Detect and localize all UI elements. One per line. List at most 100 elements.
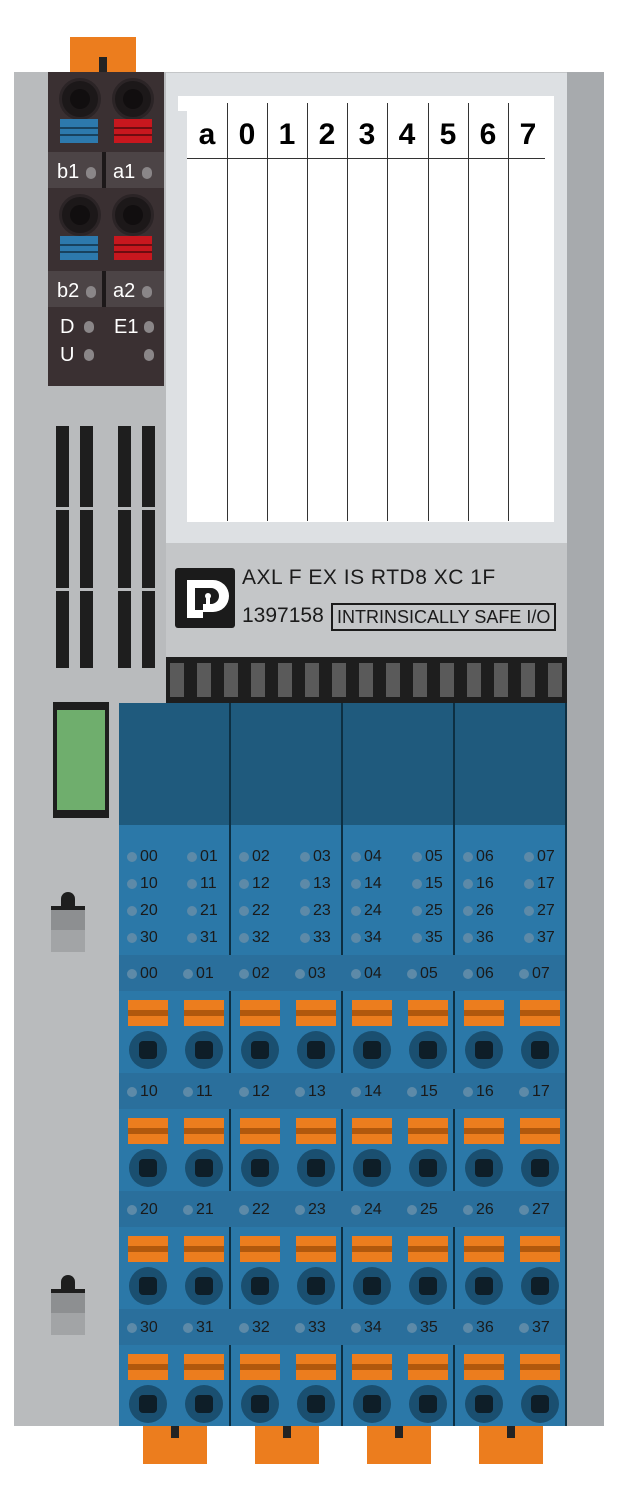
terminal-push-button[interactable]: [296, 1118, 336, 1144]
supply-connector[interactable]: b1 a1 b2 a2 D E1 U: [48, 72, 164, 386]
terminal-push-button[interactable]: [128, 1118, 168, 1144]
label-column-3: 3: [358, 118, 376, 151]
terminal-wire-entry[interactable]: [129, 1267, 167, 1305]
wire-entry-b2[interactable]: [59, 194, 101, 236]
terminal-wire-entry[interactable]: [241, 1385, 279, 1423]
terminal-number: 31: [196, 1319, 214, 1336]
connector-slot: [99, 57, 107, 73]
terminal-wire-entry[interactable]: [185, 1031, 223, 1069]
terminal-push-button[interactable]: [352, 1118, 392, 1144]
led-label: 31: [200, 929, 218, 946]
terminal-wire-entry[interactable]: [129, 1031, 167, 1069]
terminal-push-button[interactable]: [184, 1118, 224, 1144]
terminal-wire-entry[interactable]: [409, 1149, 447, 1187]
terminal-push-button[interactable]: [128, 1236, 168, 1262]
terminal-wire-entry[interactable]: [241, 1149, 279, 1187]
terminal-wire-entry[interactable]: [465, 1267, 503, 1305]
terminal-push-button[interactable]: [296, 1000, 336, 1026]
release-latch-bottom[interactable]: [51, 1275, 85, 1335]
push-button-a1[interactable]: [114, 119, 152, 143]
terminal-push-button[interactable]: [128, 1000, 168, 1026]
terminal-number: 00: [140, 965, 158, 982]
terminal-push-button[interactable]: [464, 1000, 504, 1026]
terminal-push-button[interactable]: [520, 1118, 560, 1144]
terminal-push-button[interactable]: [240, 1236, 280, 1262]
bottom-connector[interactable]: [479, 1426, 543, 1464]
led-dot: [239, 932, 249, 943]
terminal-push-button[interactable]: [408, 1000, 448, 1026]
terminal-push-button[interactable]: [520, 1236, 560, 1262]
release-latch-top[interactable]: [51, 892, 85, 952]
terminal-label: 32: [239, 1319, 270, 1337]
led-dot: [519, 1204, 529, 1215]
terminal-wire-entry[interactable]: [353, 1149, 391, 1187]
terminal-wire-entry[interactable]: [409, 1385, 447, 1423]
terminal-wire-entry[interactable]: [521, 1385, 559, 1423]
terminal-push-button[interactable]: [352, 1000, 392, 1026]
status-led: 00: [127, 848, 158, 866]
terminal-wire-entry[interactable]: [409, 1267, 447, 1305]
terminal-push-button[interactable]: [408, 1236, 448, 1262]
status-led: 27: [524, 902, 555, 920]
terminal-wire-entry[interactable]: [465, 1385, 503, 1423]
terminal-wire-entry[interactable]: [185, 1267, 223, 1305]
terminal-push-button[interactable]: [464, 1236, 504, 1262]
terminal-push-button[interactable]: [240, 1000, 280, 1026]
terminal-push-button[interactable]: [464, 1354, 504, 1380]
terminal-push-button[interactable]: [184, 1000, 224, 1026]
terminal-wire-entry[interactable]: [521, 1031, 559, 1069]
terminal-push-button[interactable]: [520, 1000, 560, 1026]
terminal-wire-entry[interactable]: [465, 1149, 503, 1187]
terminal-label: 35: [407, 1319, 438, 1337]
terminal-wire-entry[interactable]: [129, 1385, 167, 1423]
led-label: 27: [537, 902, 555, 919]
terminal-wire-entry[interactable]: [297, 1149, 335, 1187]
terminal-wire-entry[interactable]: [241, 1031, 279, 1069]
bottom-connector[interactable]: [255, 1426, 319, 1464]
terminal-push-button[interactable]: [240, 1118, 280, 1144]
terminal-wire-entry[interactable]: [465, 1031, 503, 1069]
terminal-push-button[interactable]: [184, 1354, 224, 1380]
terminal-number: 15: [420, 1083, 438, 1100]
terminal-wire-entry[interactable]: [241, 1267, 279, 1305]
terminal-wire-entry[interactable]: [409, 1031, 447, 1069]
top-bus-connector[interactable]: [70, 37, 136, 73]
terminal-push-button[interactable]: [520, 1354, 560, 1380]
terminal-push-button[interactable]: [352, 1354, 392, 1380]
terminal-push-button[interactable]: [184, 1236, 224, 1262]
terminal-wire-entry[interactable]: [353, 1385, 391, 1423]
terminal-wire-entry[interactable]: [521, 1267, 559, 1305]
terminal-wire-entry[interactable]: [297, 1031, 335, 1069]
push-button-b2[interactable]: [60, 236, 98, 260]
wire-entry-a2[interactable]: [112, 194, 154, 236]
terminal-number: 37: [532, 1319, 550, 1336]
terminal-label-band: [119, 1191, 565, 1227]
terminal-push-button[interactable]: [464, 1118, 504, 1144]
push-button-a2[interactable]: [114, 236, 152, 260]
push-button-b1[interactable]: [60, 119, 98, 143]
terminal-wire-entry[interactable]: [521, 1149, 559, 1187]
terminal-push-button[interactable]: [352, 1236, 392, 1262]
terminal-wire-entry[interactable]: [353, 1031, 391, 1069]
bottom-connector[interactable]: [367, 1426, 431, 1464]
terminal-wire-entry[interactable]: [185, 1149, 223, 1187]
wire-entry-a1[interactable]: [112, 78, 154, 120]
wire-entry-b1[interactable]: [59, 78, 101, 120]
led-dot: [351, 1204, 361, 1215]
led-label: 35: [425, 929, 443, 946]
terminal-push-button[interactable]: [128, 1354, 168, 1380]
terminal-push-button[interactable]: [408, 1354, 448, 1380]
terminal-push-button[interactable]: [240, 1354, 280, 1380]
terminal-number: 27: [532, 1201, 550, 1218]
terminal-wire-entry[interactable]: [185, 1385, 223, 1423]
grille-bar: [170, 663, 184, 697]
terminal-wire-entry[interactable]: [297, 1385, 335, 1423]
terminal-push-button[interactable]: [408, 1118, 448, 1144]
terminal-push-button[interactable]: [296, 1354, 336, 1380]
terminal-push-button[interactable]: [296, 1236, 336, 1262]
terminal-wire-entry[interactable]: [297, 1267, 335, 1305]
bottom-connector[interactable]: [143, 1426, 207, 1464]
safety-label: INTRINSICALLY SAFE I/O: [331, 603, 557, 631]
terminal-wire-entry[interactable]: [129, 1149, 167, 1187]
terminal-wire-entry[interactable]: [353, 1267, 391, 1305]
